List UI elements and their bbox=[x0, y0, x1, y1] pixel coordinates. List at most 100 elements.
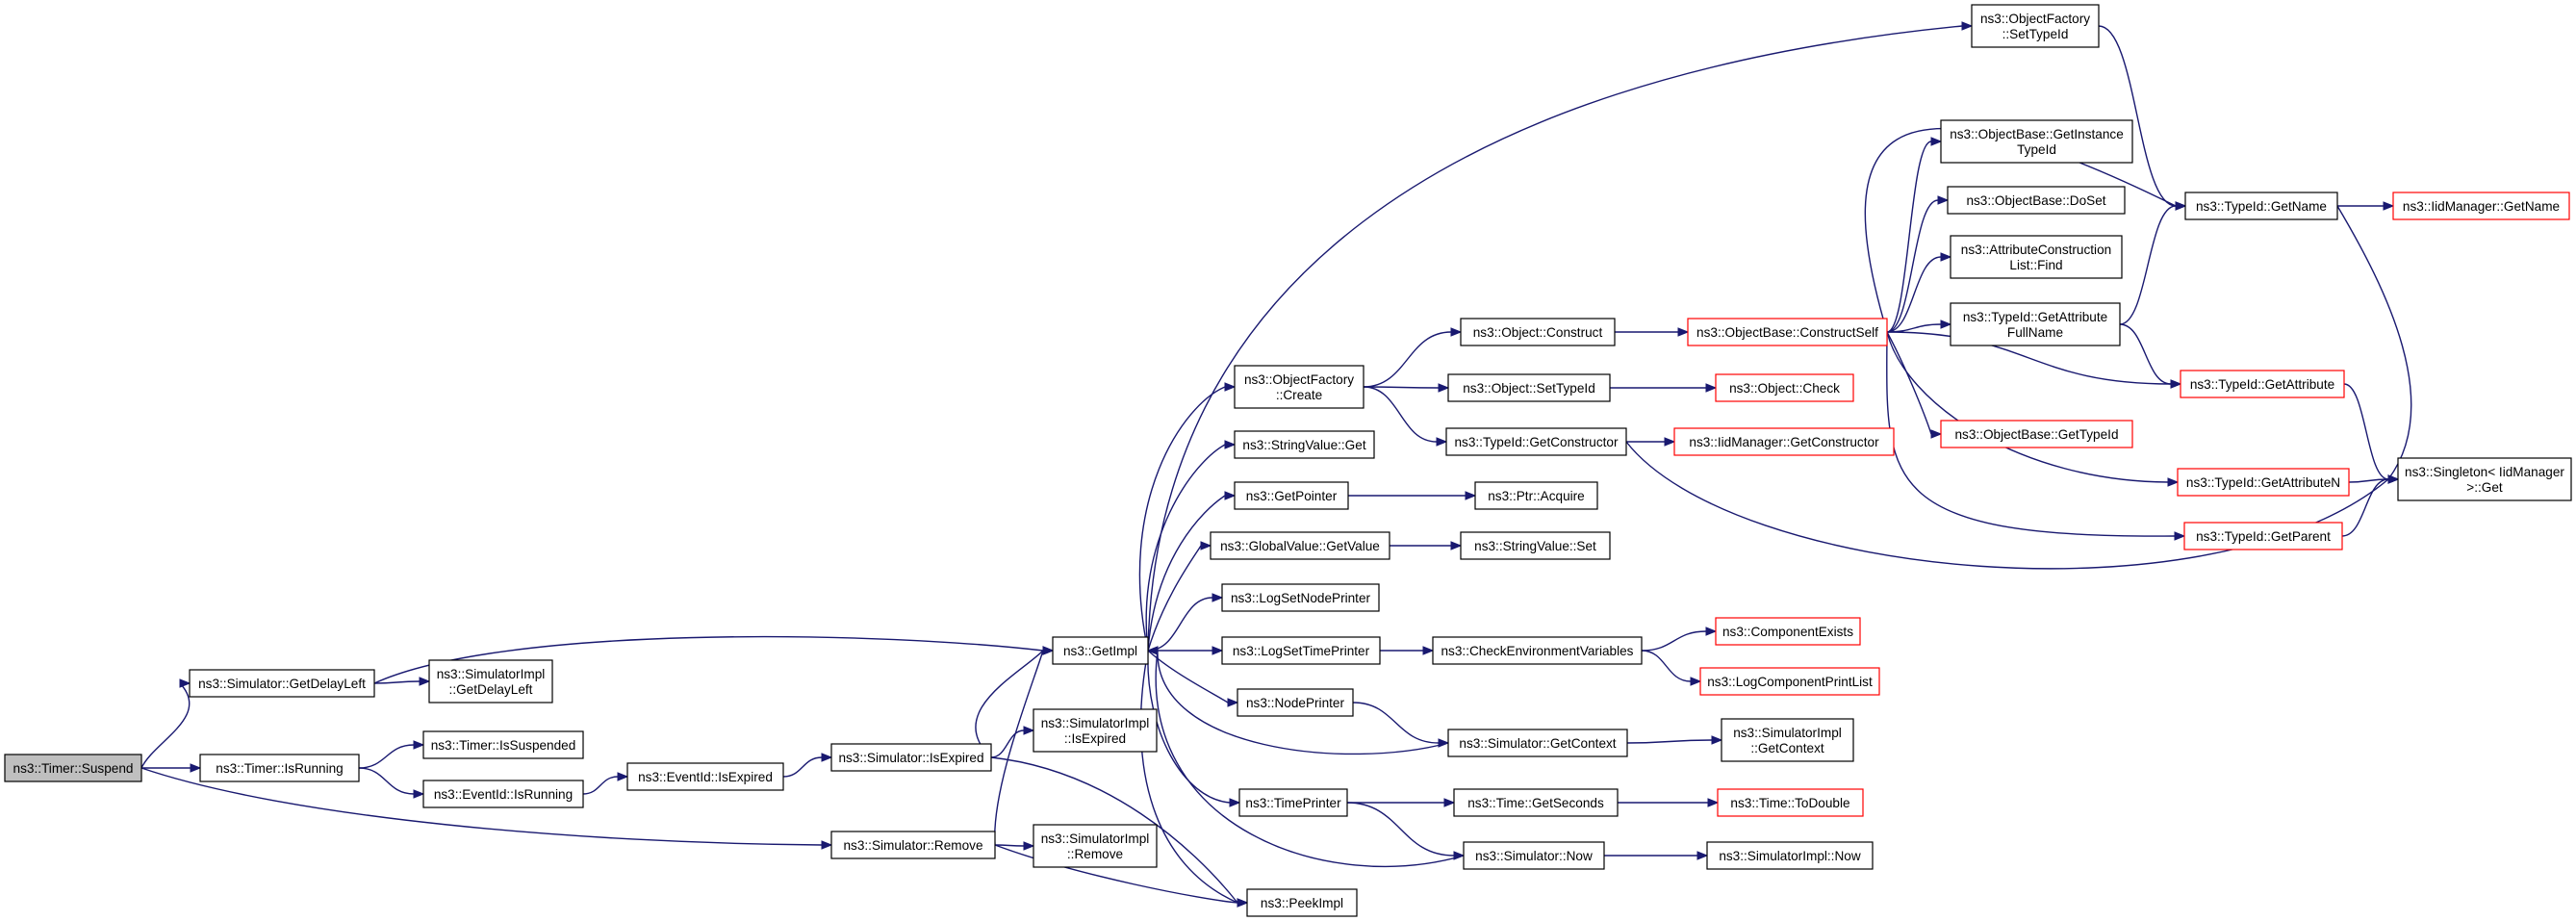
edge-line bbox=[1886, 256, 1942, 333]
node-simimpl-isexpired[interactable]: ns3::SimulatorImpl::IsExpired bbox=[1033, 708, 1158, 753]
edge-typeid-getattributefullname-to-typeid-getname bbox=[2119, 201, 2187, 325]
node-label: ns3::ObjectBase::ConstructSelf bbox=[1696, 325, 1878, 340]
node-label: ns3::TypeId::GetAttribute bbox=[1963, 310, 2107, 324]
node-isrunning[interactable]: ns3::Timer::IsRunning bbox=[199, 754, 360, 782]
edge-objbase-constructself-to-objbase-getinstancetypeid bbox=[1886, 137, 1943, 333]
edge-line bbox=[994, 650, 1044, 846]
edge-line bbox=[1886, 141, 1932, 333]
edge-line bbox=[782, 756, 823, 778]
node-objfactory-settypeid[interactable]: ns3::ObjectFactory::SetTypeId bbox=[1971, 4, 2100, 48]
node-box bbox=[830, 831, 996, 859]
node-logsettimeprinter[interactable]: ns3::LogSetTimePrinter bbox=[1221, 636, 1381, 665]
node-nodeprinter[interactable]: ns3::NodePrinter bbox=[1237, 688, 1354, 717]
node-typeid-getattributen[interactable]: ns3::TypeId::GetAttributeN bbox=[2177, 468, 2350, 497]
node-logsetnodeprinter[interactable]: ns3::LogSetNodePrinter bbox=[1221, 583, 1380, 612]
node-typeid-getparent[interactable]: ns3::TypeId::GetParent bbox=[2183, 522, 2343, 550]
node-issuspended[interactable]: ns3::Timer::IsSuspended bbox=[422, 730, 584, 759]
node-label: ns3::SimulatorImpl bbox=[1733, 726, 1842, 740]
node-box bbox=[1033, 824, 1158, 868]
node-logcomponentprintlist[interactable]: ns3::LogComponentPrintList bbox=[1699, 667, 1880, 696]
node-object-construct[interactable]: ns3::Object::Construct bbox=[1460, 318, 1616, 346]
node-label: >::Get bbox=[2466, 480, 2503, 495]
node-componentexists[interactable]: ns3::ComponentExists bbox=[1715, 617, 1861, 646]
node-object-settypeid[interactable]: ns3::Object::SetTypeId bbox=[1447, 373, 1611, 402]
node-simimpl-getcontext[interactable]: ns3::SimulatorImpl::GetContext bbox=[1721, 718, 1854, 762]
edge-line bbox=[1886, 331, 2169, 483]
edge-line bbox=[1641, 630, 1707, 652]
edge-typeid-getname-to-singleton-get bbox=[2336, 205, 2412, 484]
node-typeid-getconstructor[interactable]: ns3::TypeId::GetConstructor bbox=[1445, 427, 1627, 456]
node-label: ns3::Time::ToDouble bbox=[1730, 796, 1849, 810]
node-time-getseconds[interactable]: ns3::Time::GetSeconds bbox=[1453, 788, 1619, 817]
node-label: ns3::Simulator::Now bbox=[1475, 849, 1593, 863]
edge-line bbox=[2119, 323, 2172, 385]
arrowhead bbox=[1438, 383, 1450, 393]
node-sim-getcontext[interactable]: ns3::Simulator::GetContext bbox=[1447, 729, 1628, 757]
node-sim-now[interactable]: ns3::Simulator::Now bbox=[1463, 841, 1605, 870]
node-getdelayleft[interactable]: ns3::Simulator::GetDelayLeft bbox=[189, 669, 375, 698]
edge-line bbox=[1886, 199, 1939, 333]
node-box bbox=[1940, 119, 2133, 164]
node-objbase-constructself[interactable]: ns3::ObjectBase::ConstructSelf bbox=[1687, 318, 1888, 346]
edge-line bbox=[2343, 383, 2389, 480]
arrowhead bbox=[821, 840, 833, 850]
node-typeid-getname[interactable]: ns3::TypeId::GetName bbox=[2184, 192, 2338, 220]
node-box bbox=[1950, 302, 2121, 346]
node-objfactory-create[interactable]: ns3::ObjectFactory::Create bbox=[1234, 365, 1365, 409]
edge-suspend-to-remove bbox=[140, 767, 833, 850]
node-iidmanager-getname[interactable]: ns3::IidManager::GetName bbox=[2392, 192, 2570, 220]
node-iidmanager-getconstructor[interactable]: ns3::IidManager::GetConstructor bbox=[1673, 427, 1895, 456]
edge-line bbox=[1346, 802, 1455, 857]
node-eventid-isrunning[interactable]: ns3::EventId::IsRunning bbox=[422, 780, 584, 808]
node-objbase-doset[interactable]: ns3::ObjectBase::DoSet bbox=[1947, 186, 2126, 215]
node-singleton-get[interactable]: ns3::Singleton< IidManager >::Get bbox=[2397, 457, 2572, 501]
node-box bbox=[2392, 192, 2570, 220]
node-typeid-getattribute[interactable]: ns3::TypeId::GetAttribute bbox=[2180, 370, 2345, 398]
edge-line bbox=[994, 844, 1025, 847]
node-ptr-acquire[interactable]: ns3::Ptr::Acquire bbox=[1474, 481, 1598, 510]
node-globalvalue-getvalue[interactable]: ns3::GlobalValue::GetValue bbox=[1210, 531, 1390, 560]
edge-line bbox=[358, 767, 415, 795]
edge-getimpl-to-objfactory-create bbox=[1138, 382, 1237, 652]
node-remove[interactable]: ns3::Simulator::Remove bbox=[830, 831, 996, 859]
node-box bbox=[1210, 531, 1390, 560]
node-simimpl-getdelayleft[interactable]: ns3::SimulatorImpl::GetDelayLeft bbox=[428, 659, 553, 704]
node-simimpl-remove[interactable]: ns3::SimulatorImpl::Remove bbox=[1033, 824, 1158, 868]
arrowhead bbox=[1465, 491, 1477, 500]
node-label: ::Create bbox=[1276, 388, 1322, 402]
node-label: ns3::ObjectBase::GetTypeId bbox=[1954, 427, 2118, 442]
node-sim-isexpired[interactable]: ns3::Simulator::IsExpired bbox=[830, 743, 992, 772]
node-timeprinter[interactable]: ns3::TimePrinter bbox=[1238, 788, 1348, 817]
arrowhead bbox=[1227, 698, 1239, 707]
arrowhead bbox=[821, 753, 833, 762]
node-box bbox=[428, 659, 553, 704]
node-eventid-isexpired[interactable]: ns3::EventId::IsExpired bbox=[626, 762, 784, 791]
node-label: ns3::TypeId::GetParent bbox=[2196, 529, 2331, 544]
edge-checkenv-to-logcomponentprintlist bbox=[1641, 650, 1702, 686]
node-box bbox=[1717, 788, 1864, 817]
edge-getimpl-to-stringvalue-get bbox=[1145, 440, 1237, 652]
arrowhead bbox=[1450, 541, 1463, 550]
edge-line bbox=[1641, 650, 1692, 682]
node-getpointer[interactable]: ns3::GetPointer bbox=[1234, 481, 1349, 510]
node-peekimpl[interactable]: ns3::PeekImpl bbox=[1246, 888, 1358, 917]
node-checkenv[interactable]: ns3::CheckEnvironmentVariables bbox=[1432, 636, 1643, 665]
node-simimpl-now[interactable]: ns3::SimulatorImpl::Now bbox=[1706, 841, 1874, 870]
edge-isrunning-to-eventid-isrunning bbox=[358, 767, 425, 799]
edge-objfactory-settypeid-to-typeid-getname bbox=[2098, 25, 2187, 211]
edge-objbase-constructself-to-typeid-getattributefullname bbox=[1886, 320, 1952, 333]
node-stringvalue-get[interactable]: ns3::StringValue::Get bbox=[1234, 430, 1375, 459]
node-objbase-gettypeid[interactable]: ns3::ObjectBase::GetTypeId bbox=[1940, 420, 2133, 448]
node-label: ::GetDelayLeft bbox=[449, 682, 533, 697]
edge-suspend-to-isrunning bbox=[140, 763, 202, 773]
node-getimpl[interactable]: ns3::GetImpl bbox=[1052, 636, 1149, 665]
edge-layer bbox=[140, 21, 2412, 908]
node-label: ns3::Singleton< IidManager bbox=[2405, 465, 2564, 479]
node-stringvalue-set[interactable]: ns3::StringValue::Set bbox=[1460, 531, 1611, 560]
node-object-check[interactable]: ns3::Object::Check bbox=[1715, 373, 1854, 402]
node-time-todouble[interactable]: ns3::Time::ToDouble bbox=[1717, 788, 1864, 817]
